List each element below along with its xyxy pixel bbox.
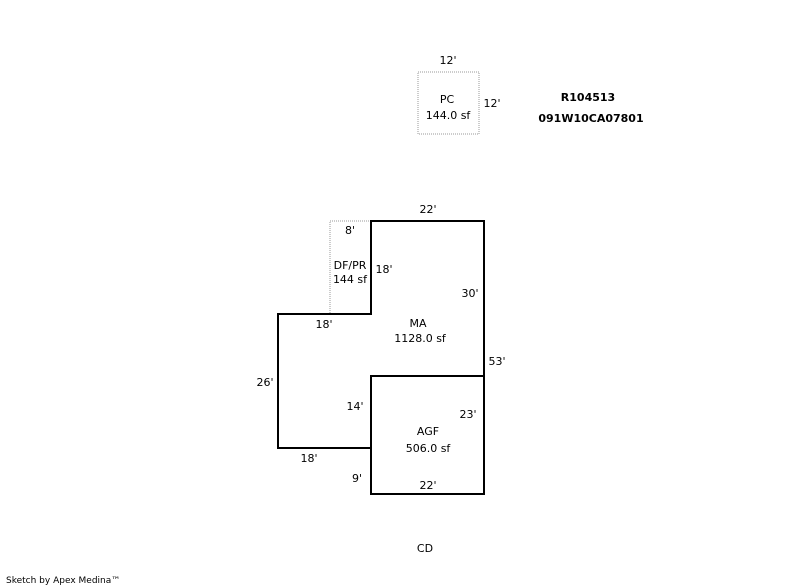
- ma-inner-small-dim: 9': [352, 472, 362, 485]
- ma-right-upper-dim: 30': [461, 287, 478, 300]
- agf-outline: [370, 375, 484, 448]
- sketch-credit: Sketch by Apex Medina™: [6, 576, 120, 586]
- dfpr-right-dim: 18': [375, 263, 392, 276]
- dfpr-top-dim: 8': [345, 224, 355, 237]
- map-tax-lot: 091W10CA07801: [538, 112, 643, 125]
- agf-area: 506.0 sf: [406, 442, 452, 455]
- pc-outline: [417, 71, 480, 135]
- ma-inner-left-dim: 14': [346, 400, 363, 413]
- ma-bottom-dim: 18': [300, 452, 317, 465]
- dfpr-outline: [329, 220, 371, 314]
- sketch-code: CD: [417, 542, 433, 555]
- ma-right-full-dim: 53': [488, 355, 505, 368]
- pc-code: PC: [440, 93, 455, 106]
- ma-top-dim: 22': [419, 203, 436, 216]
- pc-area: 144.0 sf: [426, 109, 472, 122]
- pc-right-dim: 12': [483, 97, 500, 110]
- ma-left-dim: 26': [256, 376, 273, 389]
- ma-code: MA: [409, 317, 426, 330]
- dfpr-area: 144 sf: [333, 273, 368, 286]
- agf-bottom-dim: 22': [419, 479, 436, 492]
- account-id: R104513: [561, 91, 615, 104]
- pc-top-dim: 12': [439, 54, 456, 67]
- agf-right-dim: 23': [459, 408, 476, 421]
- ma-area: 1128.0 sf: [394, 332, 447, 345]
- dfpr-code: DF/PR: [334, 259, 367, 272]
- agf-code: AGF: [417, 425, 439, 438]
- ma-step-dim: 18': [315, 318, 332, 331]
